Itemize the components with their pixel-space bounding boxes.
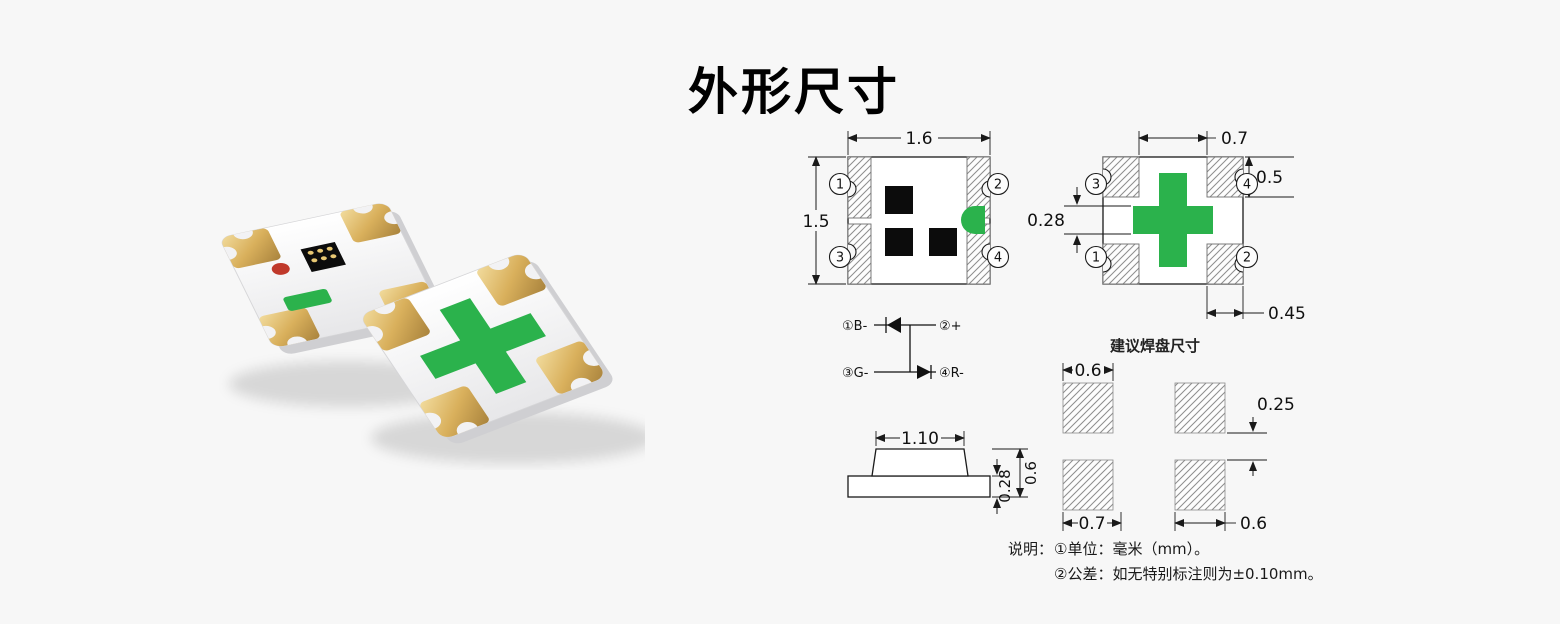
- pin-number: 2: [994, 178, 1002, 193]
- pad-layout-drawing: 建议焊盘尺寸 0.6 0.25: [1062, 337, 1295, 534]
- side-view-top: [871, 448, 969, 477]
- side-view-drawing: 1.10 0.28 0.6: [847, 428, 1040, 514]
- pin-number: 2: [1243, 251, 1251, 266]
- die-chip-1: [885, 186, 913, 214]
- die-chip-2: [885, 228, 913, 256]
- circuit-pin3-label: ③G-: [842, 366, 869, 381]
- notes: 说明： ①单位：毫米（mm）。 ②公差：如无特别标注则为±0.10mm。: [1008, 537, 1323, 587]
- notes-label: 说明：: [1008, 540, 1054, 558]
- die-chip-3: [929, 228, 957, 256]
- diode1-triangle: [887, 317, 901, 333]
- dim-label-0-5: 0.5: [1256, 168, 1283, 188]
- top-view-pads: [847, 156, 991, 285]
- product-photo: [219, 201, 645, 464]
- diode2-triangle: [917, 365, 931, 379]
- pin-number: 3: [836, 251, 844, 266]
- note-line-2: ②公差：如无特别标注则为±0.10mm。: [1008, 562, 1323, 587]
- bottom-view-drawing: 0.7 0.5 0.28 0: [1027, 129, 1306, 324]
- dim-pad-gap: 0.25: [1227, 395, 1295, 476]
- dim-label-0-7: 0.7: [1221, 129, 1248, 149]
- side-view-base: [847, 475, 991, 498]
- pin-number: 1: [1092, 251, 1100, 266]
- dim-label-0-6-pad: 0.6: [1074, 361, 1101, 381]
- green-led-die: [283, 289, 332, 311]
- pin-circle: [828, 245, 852, 269]
- pin-circle: [1084, 245, 1108, 269]
- top-view-drawing: 1.6 1.5 1 2 3 4: [800, 128, 1010, 285]
- dim-label-1-6: 1.6: [905, 129, 932, 149]
- chip-front: [360, 253, 613, 444]
- pin-number: 4: [994, 251, 1002, 266]
- pin-number: 1: [836, 178, 844, 193]
- bottom-view-pin-markers: 3 4 1 2: [1084, 172, 1259, 269]
- pin-circle: [828, 172, 852, 196]
- circuit-diagram: ①B- ②+ ③G- ④R-: [842, 317, 964, 381]
- page-title: 外形尺寸: [688, 63, 900, 121]
- green-cross: [1133, 173, 1213, 267]
- dim-label-0-6-side: 0.6: [1022, 461, 1040, 485]
- dim-pad-bottom: 0.7 0.6: [1062, 512, 1267, 534]
- green-die: [961, 206, 985, 234]
- pad-top-left: [1062, 382, 1114, 434]
- circuit-pin1-label: ①B-: [842, 319, 868, 334]
- circuit-pin2-label: ②+: [939, 319, 962, 334]
- top-view-pin-markers: 1 2 3 4: [828, 172, 1010, 269]
- dim-label-0-7-pad: 0.7: [1078, 514, 1105, 534]
- green-cross-electrode: [420, 298, 546, 394]
- dim-label-0-6-pad-right: 0.6: [1240, 514, 1267, 534]
- pin-circle: [986, 245, 1010, 269]
- pad-bottom-right: [1174, 459, 1226, 511]
- pin-circle: [986, 172, 1010, 196]
- dim-label-0-28-side: 0.28: [996, 469, 1014, 502]
- dim-bottom-view-bar: 0.28: [1027, 187, 1131, 253]
- pin-number: 4: [1243, 178, 1251, 193]
- dim-top-view-height: 1.5: [800, 156, 846, 285]
- note-unit-text: ①单位：毫米（mm）。: [1054, 540, 1210, 558]
- pad-bottom-left: [1062, 459, 1114, 511]
- pad-top-right: [1174, 382, 1226, 434]
- dimension-drawings: 1.6 1.5 1 2 3 4: [800, 128, 1306, 534]
- dim-label-1-5: 1.5: [802, 212, 829, 232]
- pin-number: 3: [1092, 178, 1100, 193]
- dim-pad-width-top: 0.6: [1062, 361, 1114, 381]
- dim-bottom-view-pad-width: 0.45: [1206, 286, 1306, 324]
- circuit-pin4-label: ④R-: [939, 366, 964, 381]
- pin-circle: [1084, 172, 1108, 196]
- dim-top-view-width: 1.6: [847, 128, 991, 155]
- bond-pads: [307, 246, 337, 263]
- red-led-die: [271, 262, 290, 275]
- dim-label-0-25: 0.25: [1257, 395, 1295, 415]
- pad-layout-title: 建议焊盘尺寸: [1110, 337, 1200, 355]
- pin-circle: [1235, 172, 1259, 196]
- pin-circle: [1235, 245, 1259, 269]
- note-tolerance-text: ②公差：如无特别标注则为±0.10mm。: [1054, 565, 1323, 583]
- dim-label-0-28: 0.28: [1027, 211, 1065, 231]
- dim-bottom-view-gap: 0.7: [1138, 129, 1248, 155]
- note-line-1: 说明： ①单位：毫米（mm）。: [1008, 537, 1323, 562]
- dim-side-view-heights: 0.28 0.6: [992, 448, 1040, 514]
- dim-side-view-width: 1.10: [875, 428, 965, 449]
- dim-label-0-45: 0.45: [1268, 304, 1306, 324]
- dim-bottom-view-pad-height: 0.5: [1245, 156, 1294, 198]
- dim-label-1-10: 1.10: [901, 429, 939, 449]
